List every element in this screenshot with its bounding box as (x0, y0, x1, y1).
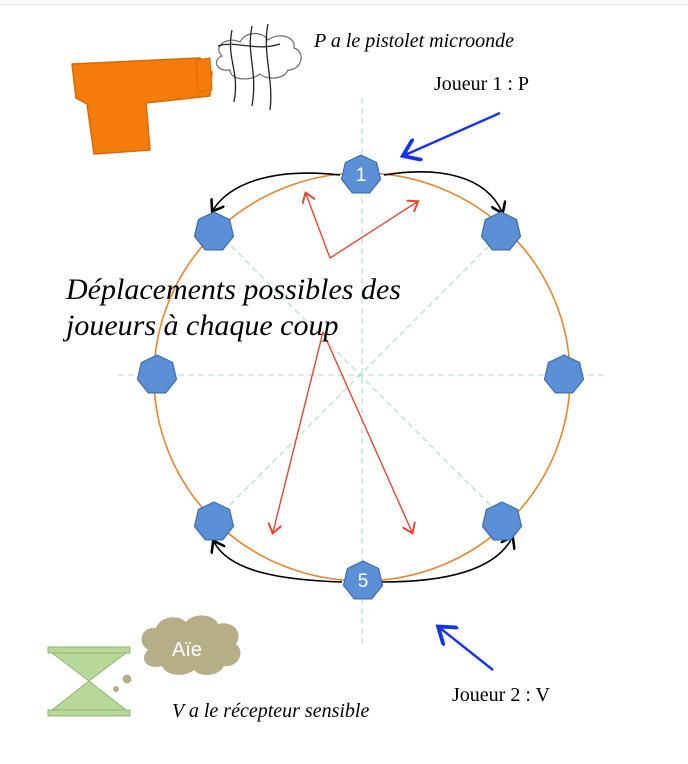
top-border (0, 0, 688, 5)
node-left (136, 354, 178, 394)
red-arrow-up-left (306, 194, 331, 259)
node-bottom-left (193, 501, 235, 541)
player2-label: Joueur 2 : V (452, 684, 550, 706)
receiver-caption: V a le récepteur sensible (172, 700, 370, 722)
blue-arrow-player2 (440, 628, 494, 671)
hourglass-icon (47, 646, 131, 717)
speech-cloud-text: Aïe (172, 639, 202, 661)
red-arrows (273, 194, 417, 532)
main-caption-line2: joueurs à chaque coup (66, 309, 339, 342)
pistol-caption: P a le pistolet microonde (314, 30, 514, 52)
pistol-icon (71, 57, 213, 155)
node-position-5 (342, 560, 384, 600)
blue-arrow-player1 (405, 111, 501, 155)
blue-arrows (405, 111, 501, 671)
node-right (543, 354, 585, 394)
move-arrow-bottom-right (381, 538, 512, 583)
red-arrow-down-right (322, 331, 412, 532)
move-arrow-top-left (213, 172, 341, 210)
move-arrow-top-right (383, 171, 502, 212)
speech-cloud-aie: Aïe (113, 615, 241, 692)
guide-diagonal-2 (209, 224, 511, 526)
position-nodes (136, 154, 585, 600)
node-label-1: 1 (356, 165, 367, 186)
move-arrow-bottom-left (214, 542, 343, 583)
main-caption-line1: Déplacements possibles des (66, 273, 401, 306)
node-bottom-right (481, 501, 523, 541)
node-label-5: 5 (358, 571, 369, 592)
node-top-right (480, 211, 522, 251)
node-position-1 (340, 154, 382, 194)
main-caption: Déplacements possibles des joueurs à cha… (66, 272, 486, 344)
movement-arrows (213, 171, 512, 583)
red-arrow-up-right (329, 202, 417, 259)
red-arrow-down-left (273, 331, 324, 532)
player1-label: Joueur 1 : P (434, 73, 529, 95)
node-top-left (193, 211, 235, 251)
thought-cloud-pistol (215, 23, 302, 111)
